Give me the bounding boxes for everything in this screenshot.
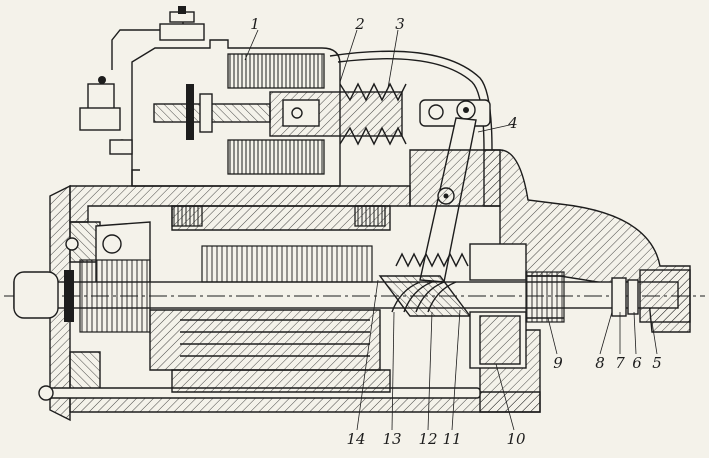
armature bbox=[4, 245, 705, 371]
callout-4: 4 bbox=[507, 114, 518, 132]
callout-12: 12 bbox=[418, 430, 437, 448]
callout-9: 9 bbox=[553, 354, 563, 372]
callout-1: 1 bbox=[250, 15, 260, 33]
armature-windings bbox=[180, 319, 370, 357]
solenoid-relay bbox=[79, 6, 407, 187]
drive-pinion-assembly bbox=[378, 243, 691, 369]
callout-6: 6 bbox=[632, 354, 642, 372]
callout-labels: 1 2 3 4 5 6 7 8 9 10 11 12 13 14 bbox=[250, 15, 662, 448]
callout-13: 13 bbox=[382, 430, 401, 448]
callout-11: 11 bbox=[442, 430, 461, 448]
leader-lines bbox=[244, 29, 658, 431]
callout-8: 8 bbox=[595, 354, 605, 372]
callout-14: 14 bbox=[346, 430, 365, 448]
callout-3: 3 bbox=[395, 15, 405, 33]
callout-7: 7 bbox=[615, 354, 625, 372]
callout-2: 2 bbox=[354, 15, 365, 33]
callout-5: 5 bbox=[652, 354, 662, 372]
callout-10: 10 bbox=[506, 430, 526, 448]
